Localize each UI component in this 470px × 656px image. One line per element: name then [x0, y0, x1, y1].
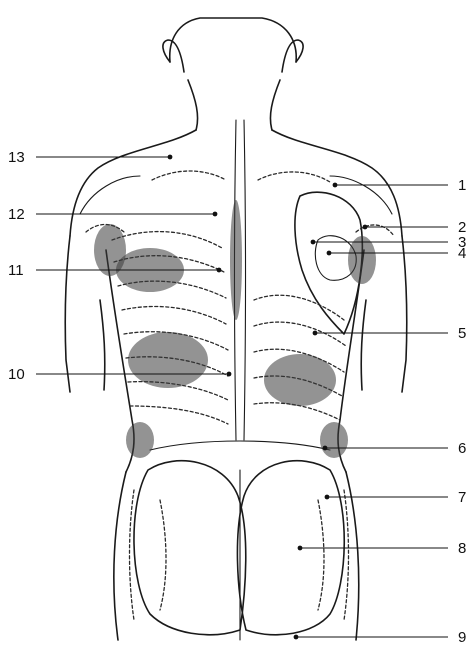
leader-3-dot — [311, 240, 316, 245]
leader-2-dot — [363, 225, 368, 230]
leader-11-dot — [217, 268, 222, 273]
label-1: 1 — [458, 177, 466, 194]
leader-10-dot — [227, 372, 232, 377]
leader-7-dot — [325, 495, 330, 500]
leader-6-dot — [323, 446, 328, 451]
leader-12-dot — [213, 212, 218, 217]
leader-1-dot — [333, 183, 338, 188]
label-11: 11 — [8, 262, 24, 279]
label-6: 6 — [458, 440, 466, 457]
label-5: 5 — [458, 325, 466, 342]
label-8: 8 — [458, 540, 466, 557]
label-12: 12 — [8, 206, 25, 223]
leader-9-dot — [294, 635, 299, 640]
label-10: 10 — [8, 366, 25, 383]
label-4: 4 — [458, 245, 466, 262]
label-13: 13 — [8, 149, 25, 166]
leader-8-dot — [298, 546, 303, 551]
label-9: 9 — [458, 629, 466, 646]
leader-13-dot — [168, 155, 173, 160]
leader-5-dot — [313, 331, 318, 336]
leader-4-dot — [327, 251, 332, 256]
label-7: 7 — [458, 489, 466, 506]
back-illustration — [65, 18, 407, 640]
